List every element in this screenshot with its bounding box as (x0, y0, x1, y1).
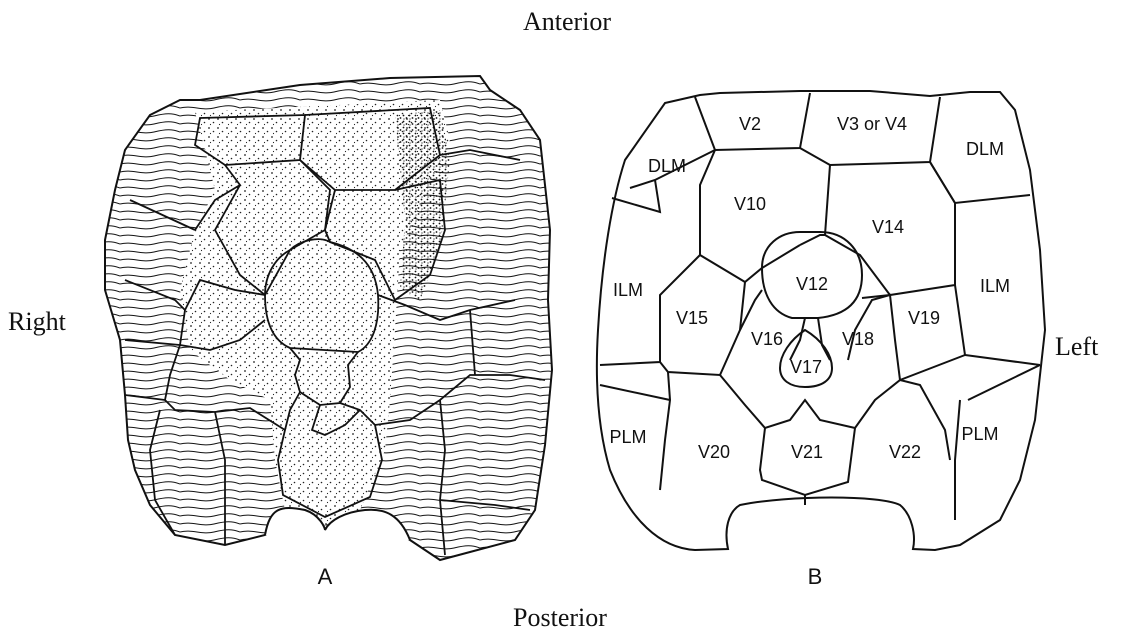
carapace-drawing-a (105, 76, 552, 560)
scute-v15-label: V15 (676, 308, 708, 328)
left-label: Left (1055, 332, 1099, 361)
scute-v10-label: V10 (734, 194, 766, 214)
scute-v14-label: V14 (872, 217, 904, 237)
scute-v20-label: V20 (698, 442, 730, 462)
right-label: Right (8, 307, 67, 336)
anterior-label: Anterior (523, 7, 611, 36)
scute-dlm-left-label: DLM (966, 139, 1004, 159)
panel-b-label: B (808, 564, 823, 589)
scute-v12-label: V12 (796, 274, 828, 294)
scute-ilm-left-label: ILM (980, 276, 1010, 296)
scute-v17-label: V17 (790, 357, 822, 377)
scute-v19-label: V19 (908, 308, 940, 328)
scute-v16-label: V16 (751, 329, 783, 349)
scute-v2-label: V2 (739, 114, 761, 134)
scute-v18-label: V18 (842, 329, 874, 349)
scute-plm-left-label: PLM (961, 424, 998, 444)
scute-v3-or-v4-label: V3 or V4 (837, 114, 907, 134)
scute-plm-right-label: PLM (609, 427, 646, 447)
scute-v21-label: V21 (791, 442, 823, 462)
posterior-label: Posterior (513, 603, 607, 632)
scute-ilm-right-label: ILM (613, 280, 643, 300)
scute-v22-label: V22 (889, 442, 921, 462)
scute-dlm-right-label: DLM (648, 156, 686, 176)
panel-a-label: A (318, 564, 333, 589)
